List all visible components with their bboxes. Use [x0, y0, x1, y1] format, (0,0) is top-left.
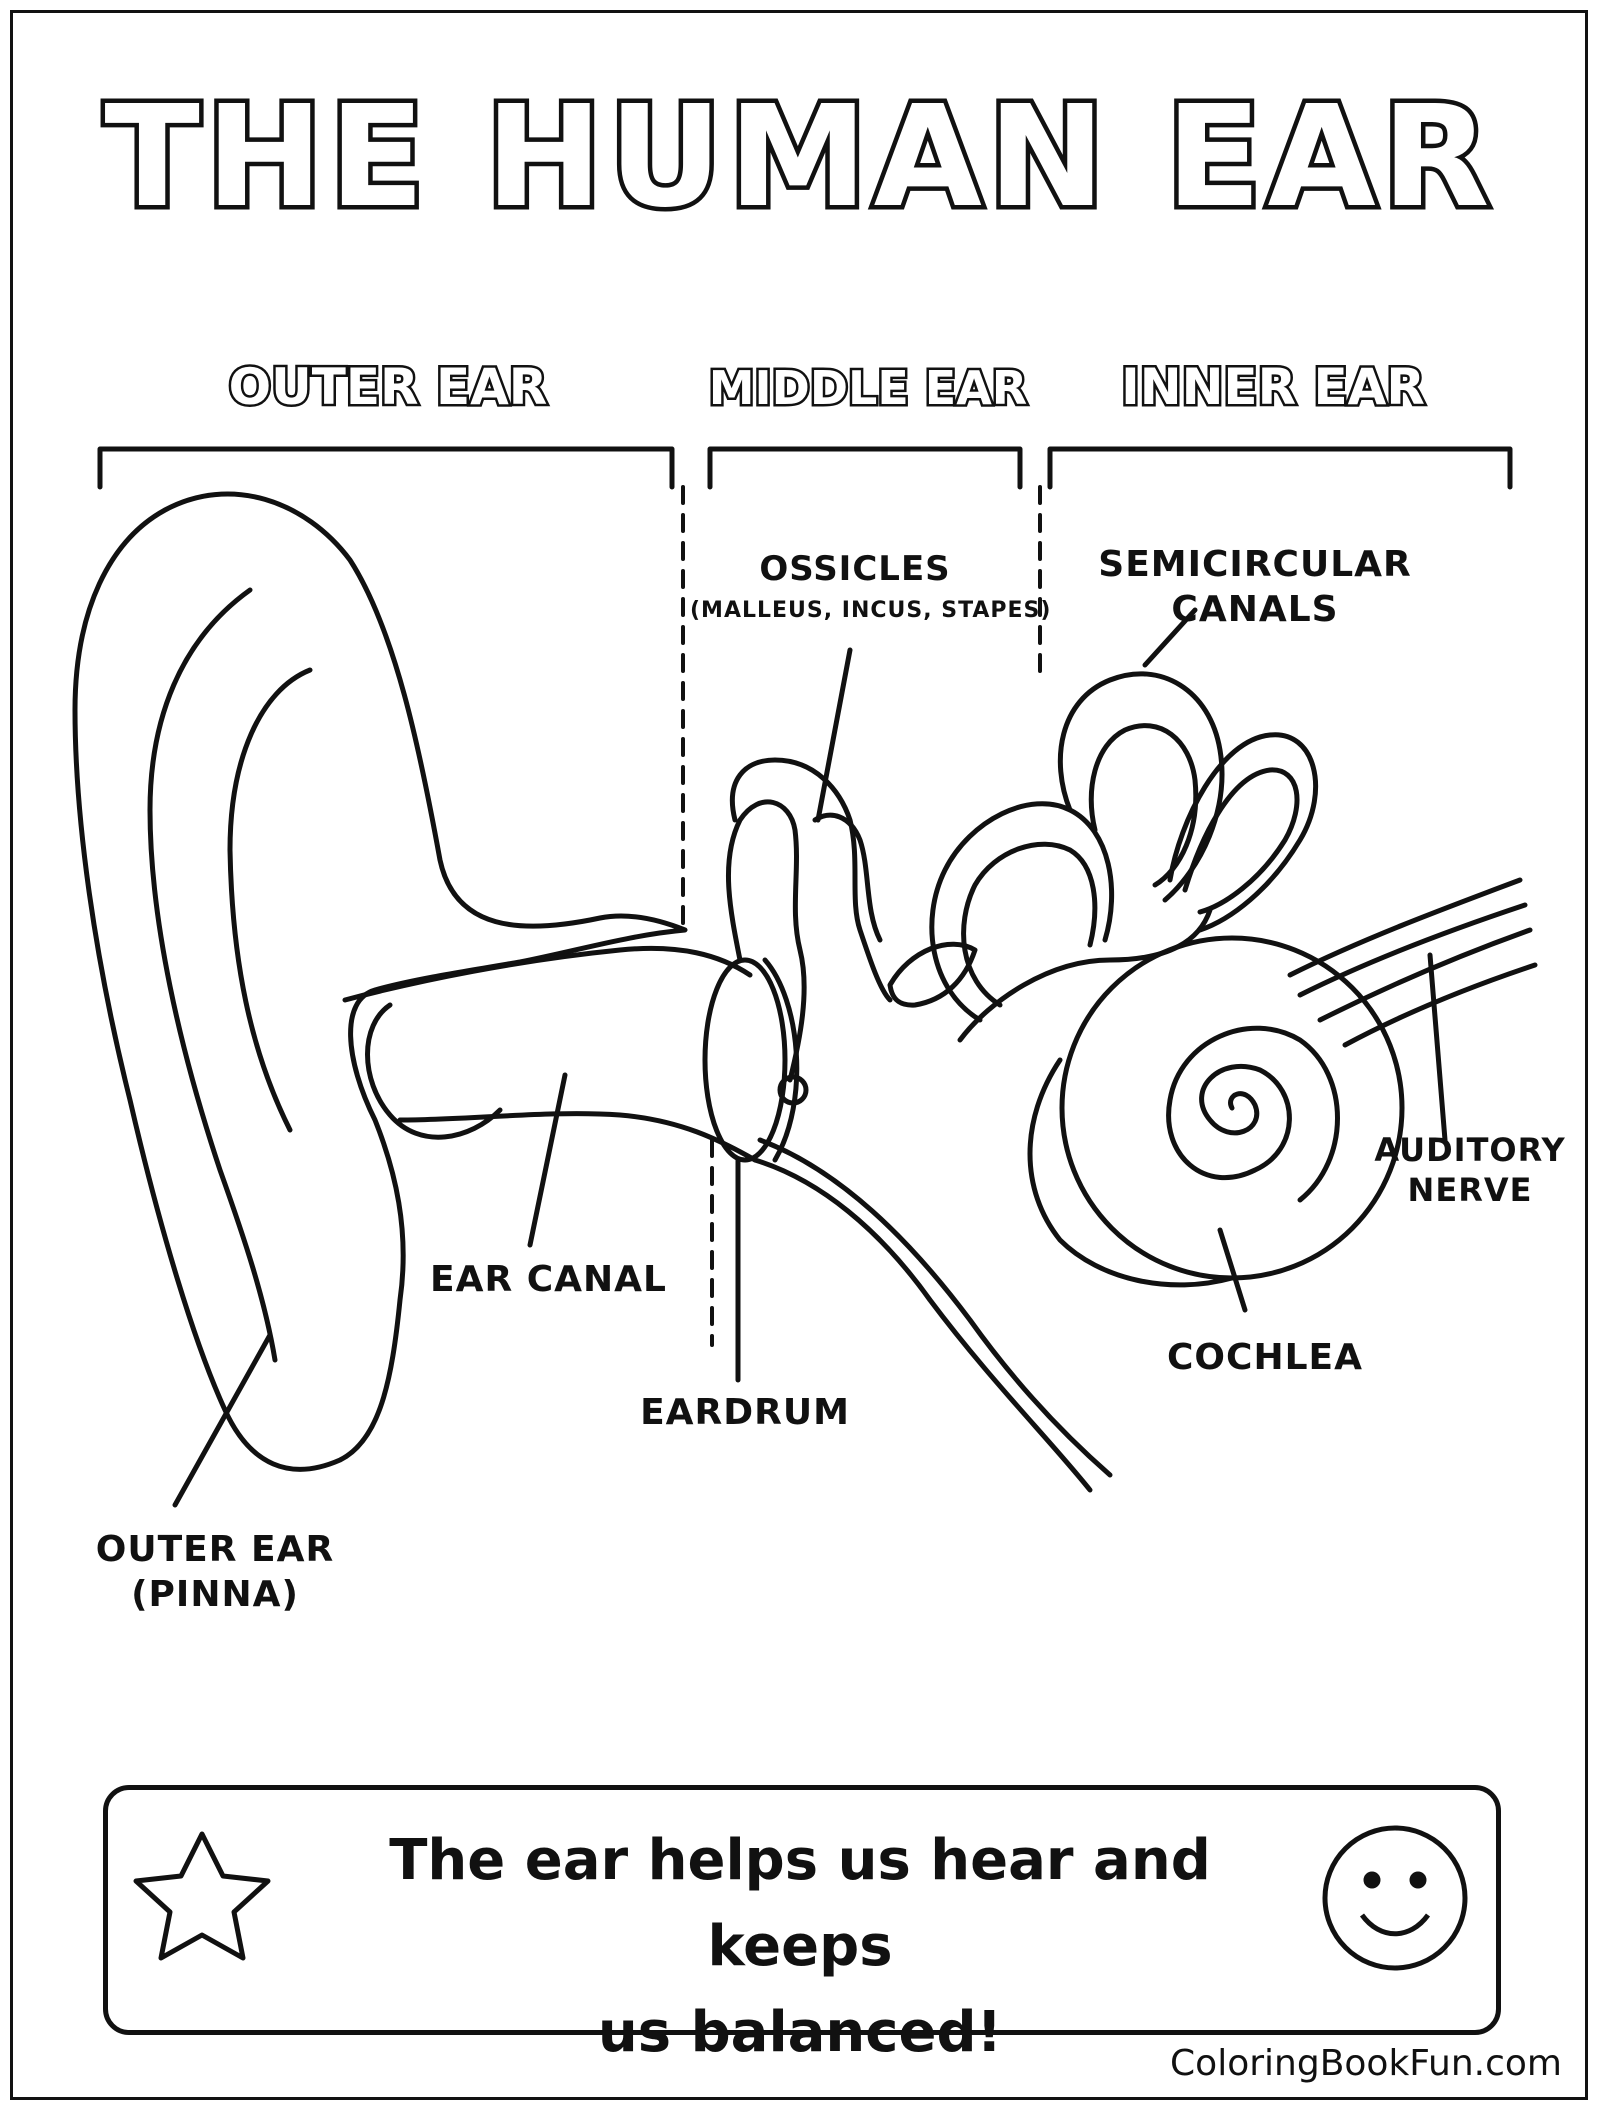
label-semicircular-line2: CANALS — [1171, 589, 1339, 630]
canal-left — [929, 801, 1115, 1023]
caption-text: The ear helps us hear and keeps us balan… — [290, 1818, 1310, 2076]
eardrum-rim — [762, 957, 800, 1163]
bracket-outer-ear — [97, 446, 675, 490]
section-inner-ear: INNER EAR — [1121, 358, 1425, 416]
caption-box — [103, 1785, 1501, 2035]
helix-inner-fold — [147, 587, 278, 1363]
label-eardrum: EARDRUM — [640, 1392, 850, 1433]
site-watermark: ColoringBookFun.com — [1170, 2043, 1562, 2084]
auditory-nerve-1 — [1287, 877, 1523, 978]
canal-right — [1167, 732, 1318, 933]
leader-cochlea — [1217, 1227, 1248, 1313]
auditory-nerve-4 — [1342, 962, 1538, 1048]
caption-line2: us balanced! — [597, 2000, 1003, 2065]
section-outer-ear: OUTER EAR — [229, 358, 548, 416]
malleus-head — [777, 1074, 809, 1106]
label-auditory-line2: NERVE — [1407, 1171, 1533, 1209]
label-semicircular-line1: SEMICIRCULAR — [1098, 544, 1412, 585]
ear-canal-floor — [752, 1157, 1093, 1493]
label-outer-ear-pinna: OUTER EAR (PINNA) — [90, 1527, 340, 1617]
smiley-face-icon — [1322, 1825, 1468, 1971]
leader-ear-canal — [527, 1072, 568, 1248]
label-ear-canal: EAR CANAL — [430, 1259, 667, 1300]
ear-canal-lower — [397, 1111, 758, 1163]
page-border — [10, 10, 1588, 2100]
stapes-shape — [887, 941, 978, 1008]
eardrum-shape — [702, 957, 788, 1163]
ear-canal-upper — [342, 945, 753, 1003]
label-cochlea: COCHLEA — [1167, 1337, 1363, 1378]
page-title: THE HUMAN EAR — [104, 76, 1495, 239]
ear-canal-floor-inner — [757, 1137, 1113, 1478]
vestibule — [957, 907, 1213, 1043]
label-auditory-nerve: AUDITORY NERVE — [1370, 1130, 1570, 1210]
auditory-nerve-3 — [1317, 927, 1533, 1023]
canal-top — [1057, 671, 1225, 903]
canal-right-inner — [1182, 767, 1300, 915]
caption-line1: The ear helps us hear and keeps — [389, 1828, 1211, 1979]
section-middle-ear: MIDDLE EAR — [709, 361, 1027, 415]
label-ossicles: OSSICLES (MALLEUS, INCUS, STAPES) — [690, 548, 1052, 624]
canal-top-inner — [1088, 723, 1199, 888]
canal-left-inner — [961, 841, 1098, 1008]
label-pinna-line1: OUTER EAR — [95, 1529, 335, 1570]
label-auditory-line1: AUDITORY — [1374, 1131, 1566, 1169]
incus-body — [812, 812, 883, 943]
label-pinna-line2: (PINNA) — [131, 1574, 299, 1615]
label-ossicles-detail: (MALLEUS, INCUS, STAPES) — [690, 597, 1052, 623]
leader-auditory — [1427, 952, 1448, 1143]
label-ossicles-title: OSSICLES — [759, 549, 951, 589]
bracket-inner-ear — [1047, 446, 1513, 490]
pinna-outline — [72, 491, 688, 1472]
cochlea-outer-wall — [1027, 1057, 1235, 1288]
concha-bowl — [365, 1002, 503, 1140]
leader-semicircular — [1142, 607, 1198, 668]
bracket-middle-ear — [707, 446, 1023, 490]
leader-ossicles — [815, 647, 853, 823]
cochlea-spiral — [1166, 1025, 1340, 1203]
leader-pinna — [172, 1332, 273, 1508]
incus-shape — [729, 757, 893, 1003]
star-icon — [133, 1831, 271, 1961]
antihelix-fold — [227, 667, 313, 1133]
label-semicircular-canals: SEMICIRCULAR CANALS — [1090, 542, 1420, 632]
malleus-shape — [726, 799, 807, 1083]
auditory-nerve-2 — [1297, 902, 1528, 998]
